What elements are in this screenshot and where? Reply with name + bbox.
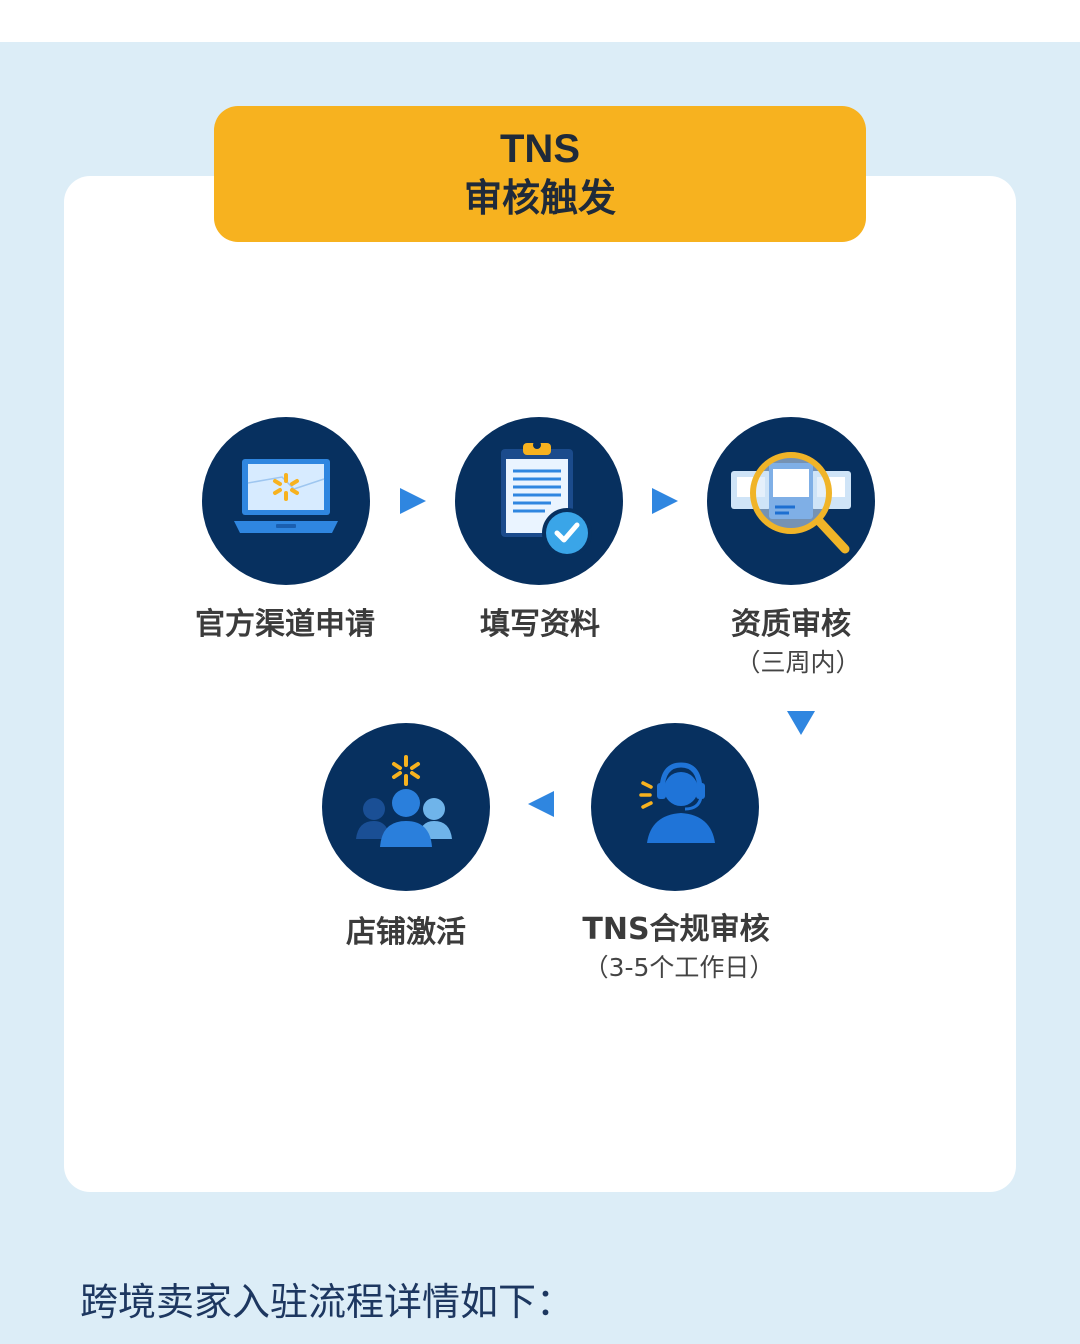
step-5-label: 店铺激活 (346, 915, 466, 950)
people-group-icon (356, 755, 452, 847)
banner-title: TNS (500, 127, 580, 171)
step-1-circle (202, 417, 370, 585)
magnifier-icon (731, 452, 851, 554)
step-2-label: 填写资料 (480, 607, 600, 642)
process-card (64, 176, 1016, 1192)
arrow-right-icon (652, 488, 678, 514)
arrow-left-icon (528, 791, 554, 817)
banner-subtitle: 审核触发 (463, 176, 616, 220)
header-banner: TNS 审核触发 (214, 106, 866, 242)
arrow-right-icon (400, 488, 426, 514)
arrow-down-icon (787, 711, 815, 735)
step-4-note: （3-5个工作日） (583, 953, 775, 982)
step-4-label: TNS合规审核 (582, 912, 770, 947)
footer-text: 跨境卖家入驻流程详情如下： (80, 1280, 575, 1324)
step-2-circle (455, 417, 623, 585)
step-3-circle (707, 417, 875, 585)
headset-agent-icon (639, 762, 715, 843)
clipboard-check-icon (501, 441, 592, 558)
laptop-icon (234, 459, 338, 533)
step-4-circle (591, 723, 759, 891)
step-5-circle (322, 723, 490, 891)
step-3-note: （三周内） (735, 648, 861, 677)
top-strip (0, 0, 1080, 42)
step-1-label: 官方渠道申请 (195, 607, 375, 642)
step-3-label: 资质审核 (731, 607, 851, 642)
